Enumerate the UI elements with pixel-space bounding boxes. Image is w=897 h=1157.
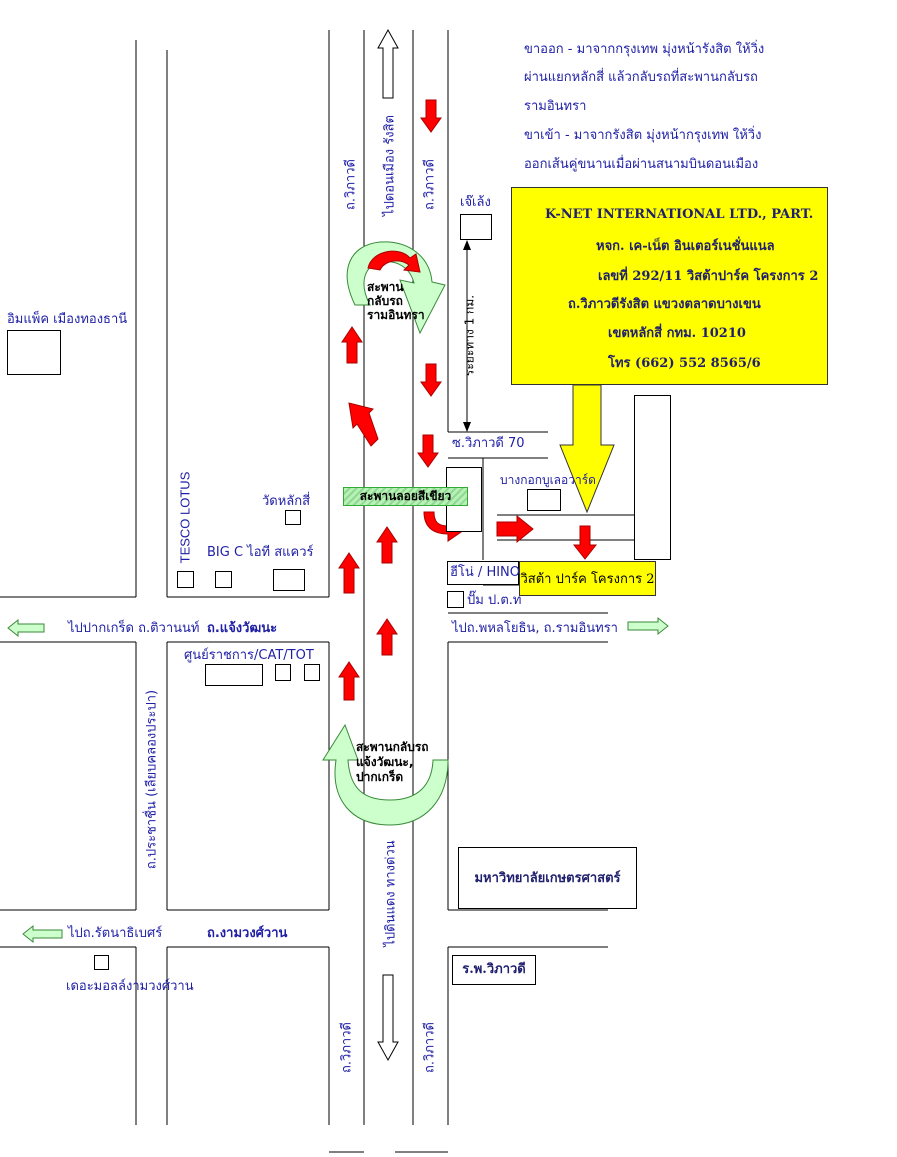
label-to-rattanathibet: ไปถ.รัตนาธิเบศร์ [68,926,163,941]
label-wat-laksi: วัดหลักสี่ [262,494,311,509]
cat-box [275,664,291,681]
label-hino: ฮีโน่ / HINO [450,565,521,580]
red-arrow-right [496,514,534,544]
red-arrow-up-3 [376,526,398,564]
label-tesco: TESCO LOTUS [177,471,193,564]
jae-leng-box [460,214,492,240]
bigc-box [215,571,232,588]
green-arrow-left-1 [7,618,45,638]
road-label-vibhavadi-nw: ถ.วิภาวดี [343,159,359,210]
it-square-box [273,569,305,591]
company-name-th: หจก. เค-เน็ต อินเตอร์เนชั่นแนล [596,239,775,254]
kasetsart-university-box: มหาวิทยาลัยเกษตรศาสตร์ [458,847,637,909]
gov-center-box [205,664,263,686]
red-arrow-up-2 [338,552,360,594]
label-bangkok-bungalow: บางกอกบูเลอวาร์ด [500,473,596,487]
tesco-box [177,571,194,588]
yellow-pointer-arrow [559,384,615,514]
company-address-2: ถ.วิภาวดีรังสิต แขวงตลาดบางเขน [568,297,761,312]
ptt-box [447,591,464,608]
label-uturn-chaeng: สะพานกลับรถแจ้งวัฒนะ, ปากเกร็ด [356,740,429,784]
label-gov-center: ศูนย์ราชการ/CAT/TOT [184,648,314,663]
red-arrow-down-1 [420,99,442,133]
road-label-ngamwongwan: ถ.งามวงศ์วาน [207,926,288,941]
median-arrow-south [377,974,399,1062]
label-bigc: BIG C ไอที สแควร์ [207,545,314,560]
road-label-chaeng-watthana: ถ.แจ้งวัฒนะ [207,621,278,636]
red-arrow-up-1 [341,326,363,364]
label-mall-ngamwongwan: เดอะมอลล์งามวงศ์วาน [66,979,194,994]
bangkok-bungalow-box [527,489,561,511]
road-label-prachachuen: ถ.ประชาชื่น (เลียบคลองประปา) [144,689,160,870]
company-address-1: เลขที่ 292/11 วิสต้าปาร์ค โครงการ 2 [598,269,819,284]
directions-outbound-2: ผ่านแยกหลักสี่ แล้วกลับรถที่สะพานกลับรถ [524,70,758,85]
red-curve-arrow [367,250,421,273]
imperial-box [7,330,61,375]
median-arrow-north [377,28,399,99]
vista-park-2-box: วิสต้า ปาร์ค โครงการ 2 [519,561,656,596]
company-address-3: เขตหลักสี่ กทม. 10210 [608,326,746,341]
red-arrow-up-4 [376,618,398,656]
directions-inbound-1: ขาเข้า - มาจากรังสิต มุ่งหน้ากรุงเทพ ให้… [524,128,762,143]
red-arrow-down-3 [417,434,439,468]
label-soi70: ซ.วิภาวดี 70 [452,436,525,451]
label-ptt: ปั๊ม ป.ต.ท [467,593,522,608]
hino-box [447,561,519,585]
wat-laksi-box [285,510,301,525]
road-label-vibhavadi-sw: ถ.วิภาวดี [339,1022,355,1073]
red-arrow-down-4 [572,525,598,560]
vibhavadi-hospital-box: ร.พ.วิภาวดี [452,955,536,985]
red-arrow-down-2 [420,363,442,397]
green-footbridge: สะพานลอยสีเขียว [343,487,468,506]
directions-inbound-2: ออกเส้นคู่ขนานเมื่อผ่านสนามบินดอนเมือง [524,157,759,172]
tot-box [304,664,320,681]
red-arrow-diag [348,402,379,447]
road-label-vibhavadi-ne: ถ.วิภาวดี [422,159,438,210]
label-to-phahon: ไปถ.พหลโยธิน, ถ.รามอินทรา [452,621,618,636]
uturn-chaeng-arrow [322,723,449,826]
road-label-vibhavadi-se: ถ.วิภาวดี [422,1022,438,1073]
red-arrow-up-5 [338,661,360,701]
directions-outbound-1: ขาออก - มาจากกรุงเทพ มุ่งหน้ารังสิต ให้ว… [524,42,765,57]
company-phone: โทร (662) 552 8565/6 [608,356,761,371]
label-imperial: อิมแพ็ค เมืองทองธานี [7,312,128,327]
mall-box [94,955,109,970]
label-uturn-ramintra: สะพานกลับรถรามอินทรา [367,280,425,322]
directions-outbound-3: รามอินทรา [524,99,587,114]
label-to-dindaeng: ไปดินแดง ทางด่วน [383,840,399,947]
company-name-en: K-NET INTERNATIONAL LTD., PART. [545,207,814,222]
vista-park-1-box [634,395,671,560]
green-arrow-left-2 [22,924,63,944]
label-to-donmuang: ไปดอนเมือง รังสิต [382,115,398,216]
label-jae-leng: เจ๊เล้ง [460,195,491,210]
distance-label: ระยะทาง 1 กม. [462,294,477,377]
company-info-box: K-NET INTERNATIONAL LTD., PART. หจก. เค-… [511,187,828,385]
green-arrow-right-1 [627,616,669,636]
label-to-pakkret: ไปปากเกร็ด ถ.ติวานนท์ [68,621,200,636]
